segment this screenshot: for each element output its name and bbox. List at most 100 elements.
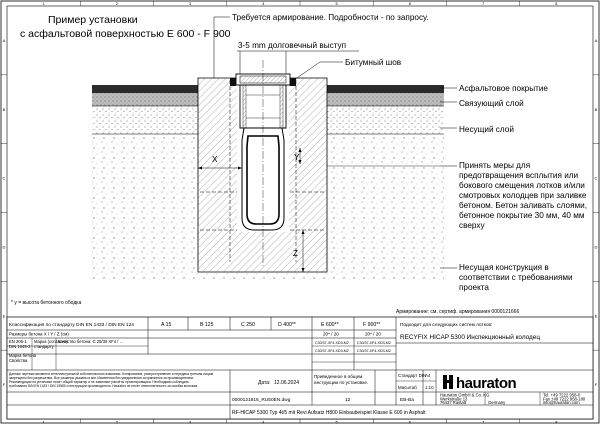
dim-label-x: X (212, 155, 218, 164)
load-class-b125: B 125 (200, 322, 214, 328)
text-label: 76437 Rastatt (440, 400, 467, 405)
frame-letter: B (3, 107, 6, 112)
text-label: Рекомендации по установке носят общий ха… (9, 380, 189, 384)
frame-number: 3 (189, 1, 192, 6)
dims-label: Размеры бетона X / Y / Z (см) (9, 332, 69, 337)
dimension-z (301, 230, 305, 272)
text-label: предотвращения всплытия или (459, 171, 578, 180)
frame-number: 6 (409, 1, 412, 6)
text-label: Hauraton GmbH & Co. KG (440, 393, 489, 398)
load-class-f900: F 900** (363, 322, 380, 328)
text-label: инструкции по установке. (314, 380, 368, 385)
load-class-d400: D 400** (278, 322, 296, 328)
text-label: Марка (согласно) (34, 339, 68, 344)
load-class-a15: A 15 (161, 322, 171, 328)
text-label: Приведенное в общем (314, 374, 362, 379)
frame-number: 5 (336, 1, 339, 6)
text-label: бетонное покрытие 30 мм, 40 мм (459, 211, 585, 220)
text-label: info@hauraton.com (543, 400, 580, 405)
text-label: hauraton (456, 375, 517, 392)
text-label: C30/37-XF4-XD3-M2 (315, 349, 349, 353)
text-label: бокового смещения лотков и/или (459, 181, 585, 190)
frame-number: 3 (189, 420, 192, 424)
text-label: Принять меры для (459, 161, 530, 170)
frame-letter: E (3, 313, 6, 318)
bitumen-joint-left (230, 78, 236, 86)
dim-label-y: Y (294, 153, 300, 162)
frame-number: 2 (116, 1, 119, 6)
frame-number: 7 (482, 1, 485, 6)
dim-label-z: Z (293, 249, 298, 258)
text-label: Несущая конструкция в (459, 263, 549, 272)
binder-label: Связующий слой (459, 99, 524, 108)
text-label: смотровых колодцев при заливке (459, 191, 587, 200)
product-name: RECYFIX HICAP 5300 Инспекционный колодец (400, 333, 540, 341)
frame-number: 8 (555, 1, 558, 6)
scale-label: Масштаб (398, 385, 417, 390)
scale-value: 1:10 (425, 385, 434, 390)
frame-number: 8 (555, 420, 558, 424)
frame-number: 1 (43, 1, 46, 6)
measures-note: Принять меры для предотвращения всплытия… (459, 161, 587, 230)
frame-number: 2 (116, 420, 119, 424)
cross-section: X Y Z (92, 60, 444, 280)
text-label: сверху (459, 221, 485, 230)
frame-number: 4 (262, 420, 265, 424)
bitumen-label: Битумный шов (345, 58, 401, 67)
standard-value: A4 (425, 373, 431, 378)
standard-label: Стандарт DIN (398, 373, 426, 378)
load-class-e600: E 600** (321, 322, 339, 328)
drawing-title-line-2: с асфальтовой поверхностью E 600 - F 900 (20, 28, 231, 40)
frame-letter: C (595, 176, 598, 181)
subbase-note: Несущая конструкция в соответствии с тре… (459, 263, 573, 292)
text-label: Качество бетона: C 25/30 XF4 / ... (58, 339, 123, 344)
dimension-x (198, 166, 242, 170)
suitable-label: Подходит для следующих систем лотков: (400, 322, 492, 328)
hauraton-logo: hauraton (443, 375, 517, 392)
text-label: EN 206-1 (9, 339, 27, 344)
base-label: Несущий слой (459, 125, 514, 134)
load-row-label: Классификация по стандарту DIN EN 1433 /… (9, 322, 134, 328)
footnote: * y = высота бетонного ободка (11, 300, 82, 306)
drawing-title-line-1: Пример установки (48, 14, 138, 26)
frame-letter: D (595, 244, 598, 249)
text-label: Данные чертежи являются интеллектуальной… (9, 372, 214, 376)
text-label: Fax +49 7222 958-180 (543, 397, 586, 402)
text-label: Germany (488, 400, 506, 405)
small-print: Данные чертежи являются интеллектуальной… (9, 372, 214, 388)
frame-number: 6 (409, 420, 412, 424)
reinforcement-note: Требуется армирование. Подробности - по … (232, 13, 429, 22)
date-label: Дата: (258, 380, 270, 386)
text-label: стандарту (34, 344, 55, 349)
frame-letter: C (3, 176, 6, 181)
reinforcement-footer: Армирование: см. сертиф. армирования 000… (396, 309, 519, 315)
asphalt-label: Асфальтовое покрытие (459, 84, 548, 93)
text-label: проекта (459, 283, 489, 292)
drawing-title-bottom: RF-HICAP 5300 Typ 4t/5 mit Revi Aufsatz … (232, 410, 426, 416)
text-label: C30/37-XF4-XD3-M2 (357, 349, 391, 353)
frame-letter: E (595, 313, 598, 318)
text-label: бетоном. Бетон заливать слоями, (459, 201, 587, 210)
frame-number: 5 (336, 420, 339, 424)
frame-number: 7 (482, 420, 485, 424)
bitumen-joint-right (290, 78, 296, 86)
company-contact: Tel. +49 7222 958-0 Fax +49 7222 958-180… (543, 393, 586, 406)
text-label: запрещены без разрешения. Все размеры ук… (9, 376, 194, 380)
frame-letter: F (595, 382, 598, 387)
company-address: Hauraton GmbH & Co. KG Werkstraße 13 764… (440, 393, 506, 406)
sheet-ref: EB-Ba (400, 397, 414, 403)
doc-number: 0000121816_RU50EN.dwg (232, 397, 291, 403)
frame-letter: A (3, 38, 6, 43)
text-label: Tel. +49 7222 958-0 (543, 393, 581, 398)
frame-letter: B (595, 107, 598, 112)
frame-number: 4 (262, 1, 265, 6)
frame-letter: F (3, 382, 6, 387)
text-label: Werkstraße 13 (440, 397, 468, 402)
text-label: DIN 1045-2 (9, 344, 31, 349)
frame-number: 1 (43, 420, 46, 424)
index: 12 (345, 397, 351, 403)
load-class-c250: C 250 (241, 322, 255, 328)
title-block: Классификация по стандарту DIN EN 1433 /… (6, 316, 594, 420)
